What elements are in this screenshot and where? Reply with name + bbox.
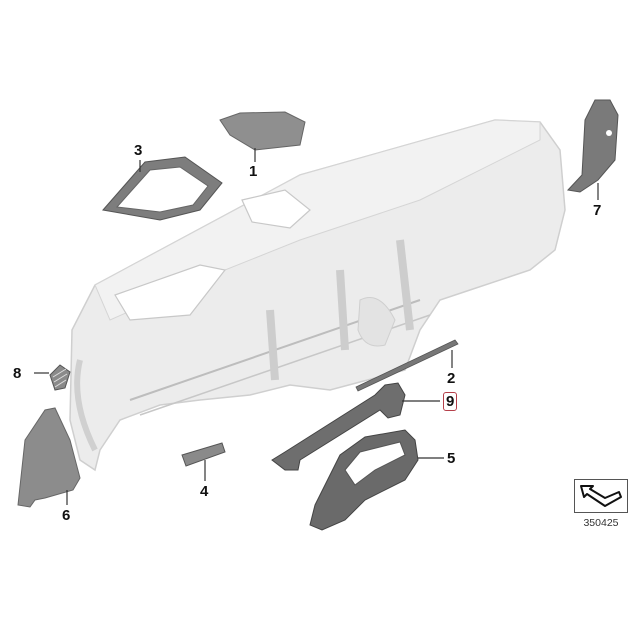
part-6-shape [17,407,81,508]
view-direction-arrow-icon [580,485,622,507]
reference-symbol-box [574,479,628,513]
callout-9-highlighted[interactable]: 9 [443,392,458,411]
part-5-shape [309,429,419,531]
callout-1[interactable]: 1 [249,163,258,180]
part-2-shape [355,339,459,392]
callout-8[interactable]: 8 [13,365,22,382]
callout-3[interactable]: 3 [134,142,143,159]
part-4-shape [181,442,226,467]
part-9-shape [271,382,406,471]
part-7-shape [566,99,619,193]
callout-6[interactable]: 6 [62,507,71,524]
callout-4[interactable]: 4 [200,483,209,500]
dashboard-carrier [69,119,566,472]
part-1-shape [219,111,306,151]
part-8-shape [49,364,71,391]
callout-7[interactable]: 7 [593,202,602,219]
part-3-shape [102,156,223,221]
reference-number: 350425 [583,517,619,529]
callout-2[interactable]: 2 [447,370,456,387]
callout-5[interactable]: 5 [447,450,456,467]
